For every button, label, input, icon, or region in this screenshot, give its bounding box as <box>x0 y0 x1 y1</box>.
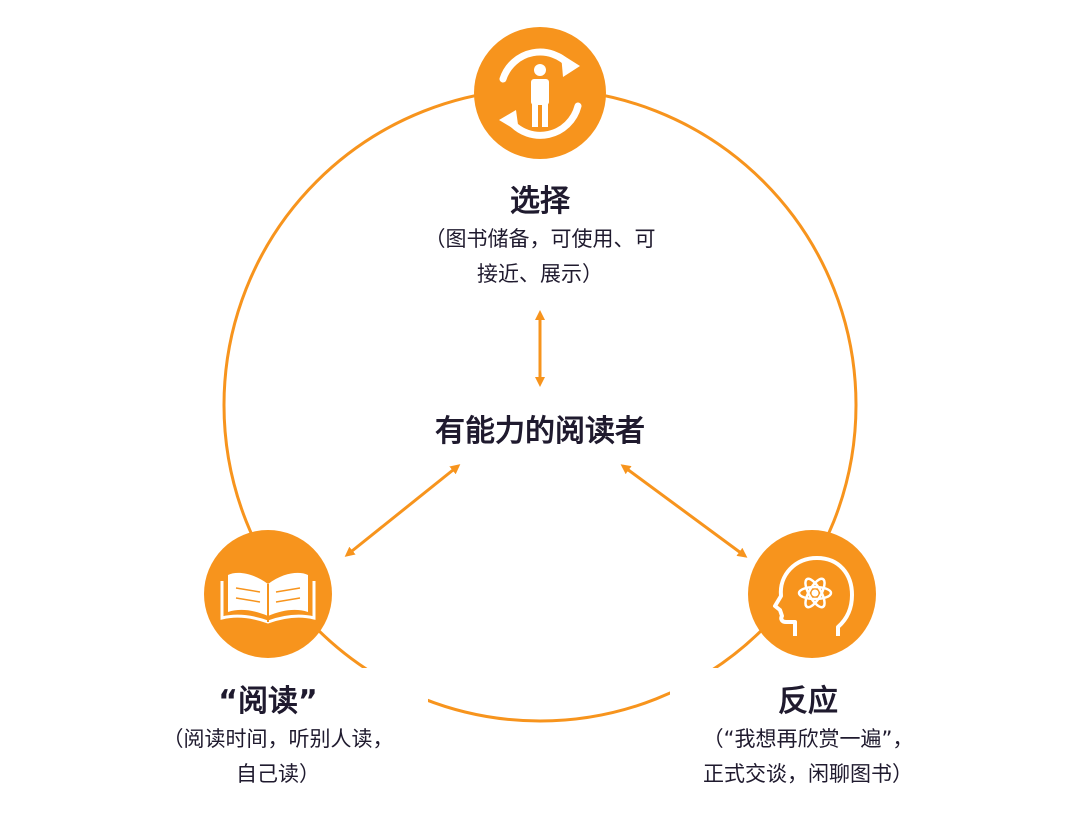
arrow-center-respond <box>620 464 748 558</box>
node-select <box>474 27 606 159</box>
arrow-center-read <box>344 464 461 557</box>
node-respond-desc-line2: 正式交谈，闲聊图书） <box>703 762 913 786</box>
node-respond-description: （“我想再欣赏一遍”， 正式交谈，闲聊图书） <box>648 722 968 792</box>
node-read-description: （阅读时间，听别人读， 自己读） <box>118 722 438 792</box>
head-atom-icon <box>773 556 854 636</box>
node-read <box>204 530 332 658</box>
node-read-desc-line1: （阅读时间，听别人读， <box>162 727 394 751</box>
node-select-desc-line1: （图书储备，可使用、可 <box>424 227 656 251</box>
center-label: 有能力的阅读者 <box>435 414 645 449</box>
node-respond <box>748 530 876 658</box>
ring-mask-respond <box>670 668 970 798</box>
node-select-title: 选择 <box>510 184 570 219</box>
node-select-description: （图书储备，可使用、可 接近、展示） <box>370 222 710 292</box>
person-cycle-icon <box>499 48 582 139</box>
node-read-title: “阅读” <box>218 684 318 719</box>
node-respond-title: 反应 <box>778 684 838 719</box>
node-read-desc-line2: 自己读） <box>236 762 320 786</box>
ring-mask-read <box>128 668 428 798</box>
node-select-desc-line2: 接近、展示） <box>477 262 603 286</box>
node-respond-desc-line1: （“我想再欣赏一遍”， <box>702 727 914 751</box>
open-book-icon <box>220 572 316 624</box>
